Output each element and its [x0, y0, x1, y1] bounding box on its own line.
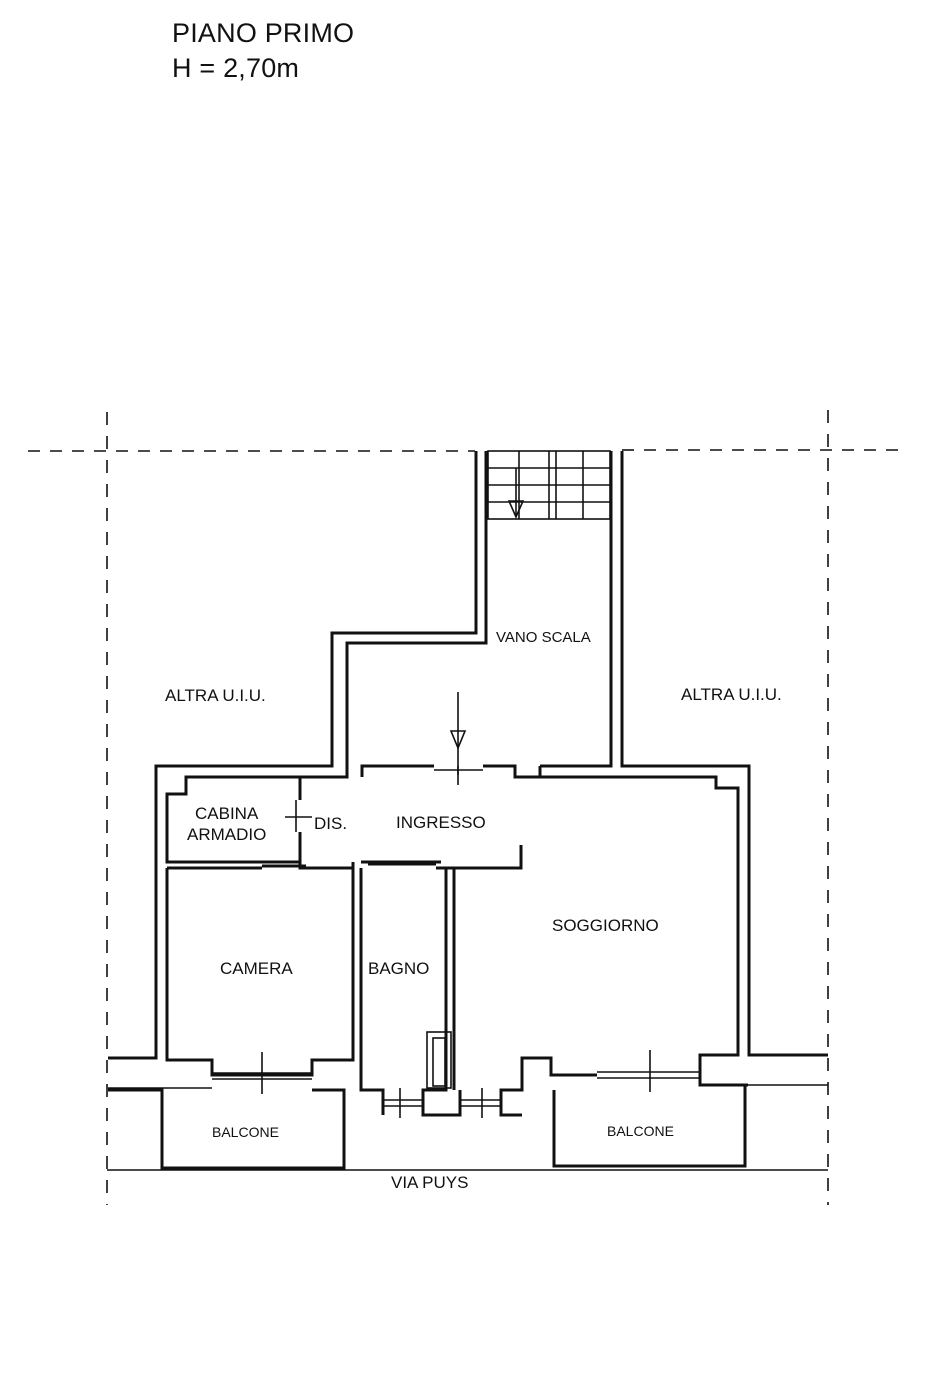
stairwell-walls — [108, 451, 828, 1060]
ceiling-height: H = 2,70m — [172, 53, 300, 83]
property-boundaries — [28, 410, 906, 1205]
interior-walls — [165, 764, 748, 1118]
label-altra-uiu-right: ALTRA U.I.U. — [681, 685, 782, 704]
label-vano-scala: VANO SCALA — [496, 629, 591, 646]
plan-title: PIANO PRIMO — [172, 18, 355, 48]
label-soggiorno: SOGGIORNO — [552, 916, 659, 935]
stairs — [487, 450, 611, 520]
label-street: VIA PUYS — [391, 1173, 468, 1192]
label-balcone-right: BALCONE — [607, 1123, 674, 1139]
label-altra-uiu-left: ALTRA U.I.U. — [165, 686, 266, 705]
label-camera: CAMERA — [220, 959, 293, 978]
label-armadio: ARMADIO — [187, 825, 266, 844]
label-ingresso: INGRESSO — [396, 813, 486, 832]
room-labels: VANO SCALA ALTRA U.I.U. ALTRA U.I.U. CAB… — [165, 629, 782, 1192]
label-dis: DIS. — [314, 814, 347, 833]
label-cabina: CABINA — [195, 804, 259, 823]
label-balcone-left: BALCONE — [212, 1124, 279, 1140]
label-bagno: BAGNO — [368, 959, 429, 978]
balconies — [108, 1084, 828, 1170]
